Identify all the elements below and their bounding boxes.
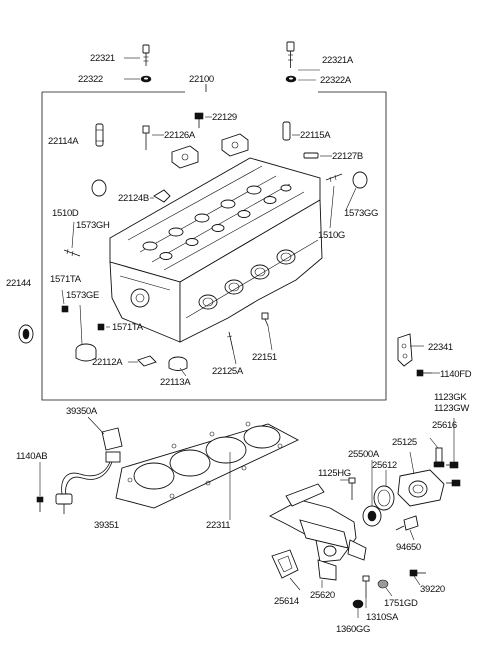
label-1751GD: 1751GD xyxy=(384,598,418,609)
label-25125: 25125 xyxy=(392,437,417,448)
bolt-22321 xyxy=(142,44,150,66)
stud-1510G xyxy=(325,173,343,183)
seal-22144 xyxy=(18,324,34,344)
bolt-22129 xyxy=(194,112,204,128)
leader-lines xyxy=(39,57,455,618)
guide-22114A xyxy=(95,123,104,147)
label-25614: 25614 xyxy=(274,596,299,607)
washer-1751GD xyxy=(377,579,389,589)
washer-22322 xyxy=(140,75,152,83)
label-1310SA: 1310SA xyxy=(366,612,399,623)
dowel-22127B xyxy=(303,152,319,159)
label-22322A: 22322A xyxy=(320,75,352,86)
label-22125A: 22125A xyxy=(212,366,244,377)
guide-22115A xyxy=(282,121,291,141)
label-22100: 22100 xyxy=(189,74,214,85)
stud-22125A xyxy=(226,331,234,351)
sensor-39350A xyxy=(55,427,123,514)
bracket-22341 xyxy=(397,333,413,367)
thermostat-25500A xyxy=(362,505,382,527)
pin-1571TA-a xyxy=(61,305,69,313)
cam-cap-pair xyxy=(171,133,249,169)
cover-22113A xyxy=(168,356,188,371)
gasket-25614 xyxy=(271,549,299,579)
bolt-22126A xyxy=(142,125,150,150)
label-1123GK: 1123GK xyxy=(434,392,467,403)
pin-1571TA-b xyxy=(97,323,105,331)
label-1123GW: 1123GW xyxy=(434,403,469,414)
label-22311: 22311 xyxy=(206,520,230,531)
label-1125HG: 1125HG xyxy=(318,468,351,479)
label-25616: 25616 xyxy=(432,420,457,431)
bolt-39220 xyxy=(409,569,426,577)
label-22321: 22321 xyxy=(90,53,115,64)
label-22115A: 22115A xyxy=(300,130,331,141)
housing-25125 xyxy=(397,469,445,507)
label-1573GH: 1573GH xyxy=(76,220,110,231)
sensor-94650 xyxy=(395,515,419,531)
bolt-22321A xyxy=(286,41,295,68)
bolt-22151 xyxy=(261,312,269,327)
label-22322: 22322 xyxy=(78,74,103,85)
stud-1510D xyxy=(63,248,81,257)
label-1360GG: 1360GG xyxy=(336,624,370,635)
rocker-22124B xyxy=(153,189,171,203)
water-pipe-25620 xyxy=(269,483,367,581)
part-labels: 22321 22322 22321A 22322A 22100 22129 22… xyxy=(6,53,472,635)
label-22144: 22144 xyxy=(6,278,31,289)
label-1140AB: 1140AB xyxy=(16,451,47,462)
label-1140FD: 1140FD xyxy=(440,369,472,380)
bolt-1140AB xyxy=(36,496,44,512)
assembly-frame xyxy=(41,84,387,401)
label-1573GE: 1573GE xyxy=(66,290,99,301)
label-25620: 25620 xyxy=(310,590,335,601)
gasket-25612 xyxy=(373,485,395,511)
label-22114A: 22114A xyxy=(48,136,79,147)
label-22112A: 22112A xyxy=(92,357,123,368)
cover-22112A xyxy=(137,355,157,367)
nut-1360GG xyxy=(352,599,364,609)
label-22127B: 22127B xyxy=(332,151,363,162)
label-1573GG: 1573GG xyxy=(344,208,378,219)
label-39351: 39351 xyxy=(94,520,119,531)
label-22126A: 22126A xyxy=(164,130,196,141)
label-22124B: 22124B xyxy=(118,193,149,204)
label-1571TA-b: 1571TA xyxy=(112,322,144,333)
label-1510D: 1510D xyxy=(52,208,79,219)
label-1571TA-a: 1571TA xyxy=(50,274,82,285)
label-39220: 39220 xyxy=(420,584,445,595)
label-22341: 22341 xyxy=(428,342,453,353)
plug-right xyxy=(352,171,368,189)
sensor-25616 xyxy=(433,447,445,468)
label-1510G: 1510G xyxy=(318,230,345,241)
bolt-1125HG xyxy=(348,477,356,500)
label-94650: 94650 xyxy=(396,542,421,553)
bolt-1140FD xyxy=(416,369,432,377)
plug-left xyxy=(91,179,107,197)
label-39350A: 39350A xyxy=(66,406,98,417)
bolts-1123GK xyxy=(446,461,461,487)
cap-1573GE xyxy=(75,343,97,362)
label-22113A: 22113A xyxy=(160,377,191,388)
label-22129: 22129 xyxy=(212,112,237,123)
label-22151: 22151 xyxy=(252,352,277,363)
washer-22322A xyxy=(285,75,297,83)
label-25500A: 25500A xyxy=(348,449,380,460)
label-25612: 25612 xyxy=(372,460,397,471)
head-gasket-22311 xyxy=(115,421,300,509)
cylinder-head xyxy=(109,157,323,343)
label-22321A: 22321A xyxy=(322,55,354,66)
bolt-1310SA xyxy=(362,575,370,598)
